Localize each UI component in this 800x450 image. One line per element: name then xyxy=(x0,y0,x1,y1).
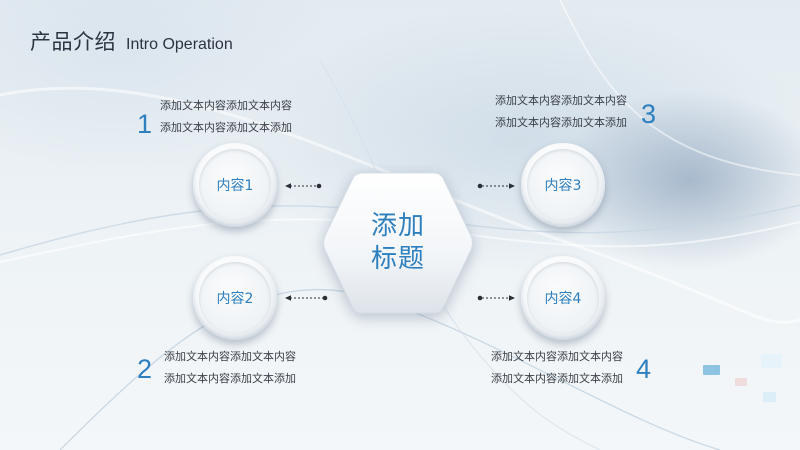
decorative-square xyxy=(761,354,782,368)
decorative-square xyxy=(703,365,720,375)
header: 产品介绍 Intro Operation xyxy=(30,26,233,56)
circle-inner xyxy=(199,262,271,334)
page-subtitle: Intro Operation xyxy=(126,36,233,53)
item-number-2: 2 xyxy=(137,354,153,384)
text-line: 添加文本内容添加文本添加 xyxy=(160,121,292,134)
text-block-3: 添加文本内容添加文本内容 添加文本内容添加文本添加 xyxy=(495,90,627,134)
center-title: 添加 标题 xyxy=(322,170,474,316)
center-title-line1: 添加 xyxy=(370,211,425,241)
content-circle-4: 内容4 xyxy=(521,256,605,340)
text-block-2: 添加文本内容添加文本内容 添加文本内容添加文本添加 xyxy=(164,346,296,390)
text-line: 添加文本内容添加文本添加 xyxy=(491,372,623,385)
text-line: 添加文本内容添加文本内容 xyxy=(164,350,296,363)
item-number-4: 4 xyxy=(636,354,652,384)
circle-inner xyxy=(527,262,599,334)
content-label-4: 内容4 xyxy=(544,291,582,307)
content-circle-3: 内容3 xyxy=(521,143,605,227)
content-label-3: 内容3 xyxy=(544,178,582,194)
text-block-1: 添加文本内容添加文本内容 添加文本内容添加文本添加 xyxy=(160,95,292,139)
circle-inner xyxy=(199,149,271,221)
content-circle-1: 内容1 xyxy=(193,143,277,227)
content-circle-2: 内容2 xyxy=(193,256,277,340)
text-line: 添加文本内容添加文本内容 xyxy=(160,99,292,112)
text-line: 添加文本内容添加文本内容 xyxy=(495,94,627,107)
circle-inner xyxy=(527,149,599,221)
text-line: 添加文本内容添加文本内容 xyxy=(491,350,623,363)
item-number-3: 3 xyxy=(641,99,657,129)
center-hexagon: 添加 标题 xyxy=(322,170,474,316)
decorative-square xyxy=(763,392,776,402)
content-label-1: 内容1 xyxy=(216,178,254,194)
center-title-line2: 标题 xyxy=(370,244,425,274)
item-number-1: 1 xyxy=(137,109,153,139)
decorative-square xyxy=(735,378,747,386)
text-line: 添加文本内容添加文本添加 xyxy=(164,372,296,385)
page-title: 产品介绍 xyxy=(30,30,116,54)
text-line: 添加文本内容添加文本添加 xyxy=(495,116,627,129)
text-block-4: 添加文本内容添加文本内容 添加文本内容添加文本添加 xyxy=(491,346,623,390)
content-label-2: 内容2 xyxy=(216,291,254,307)
